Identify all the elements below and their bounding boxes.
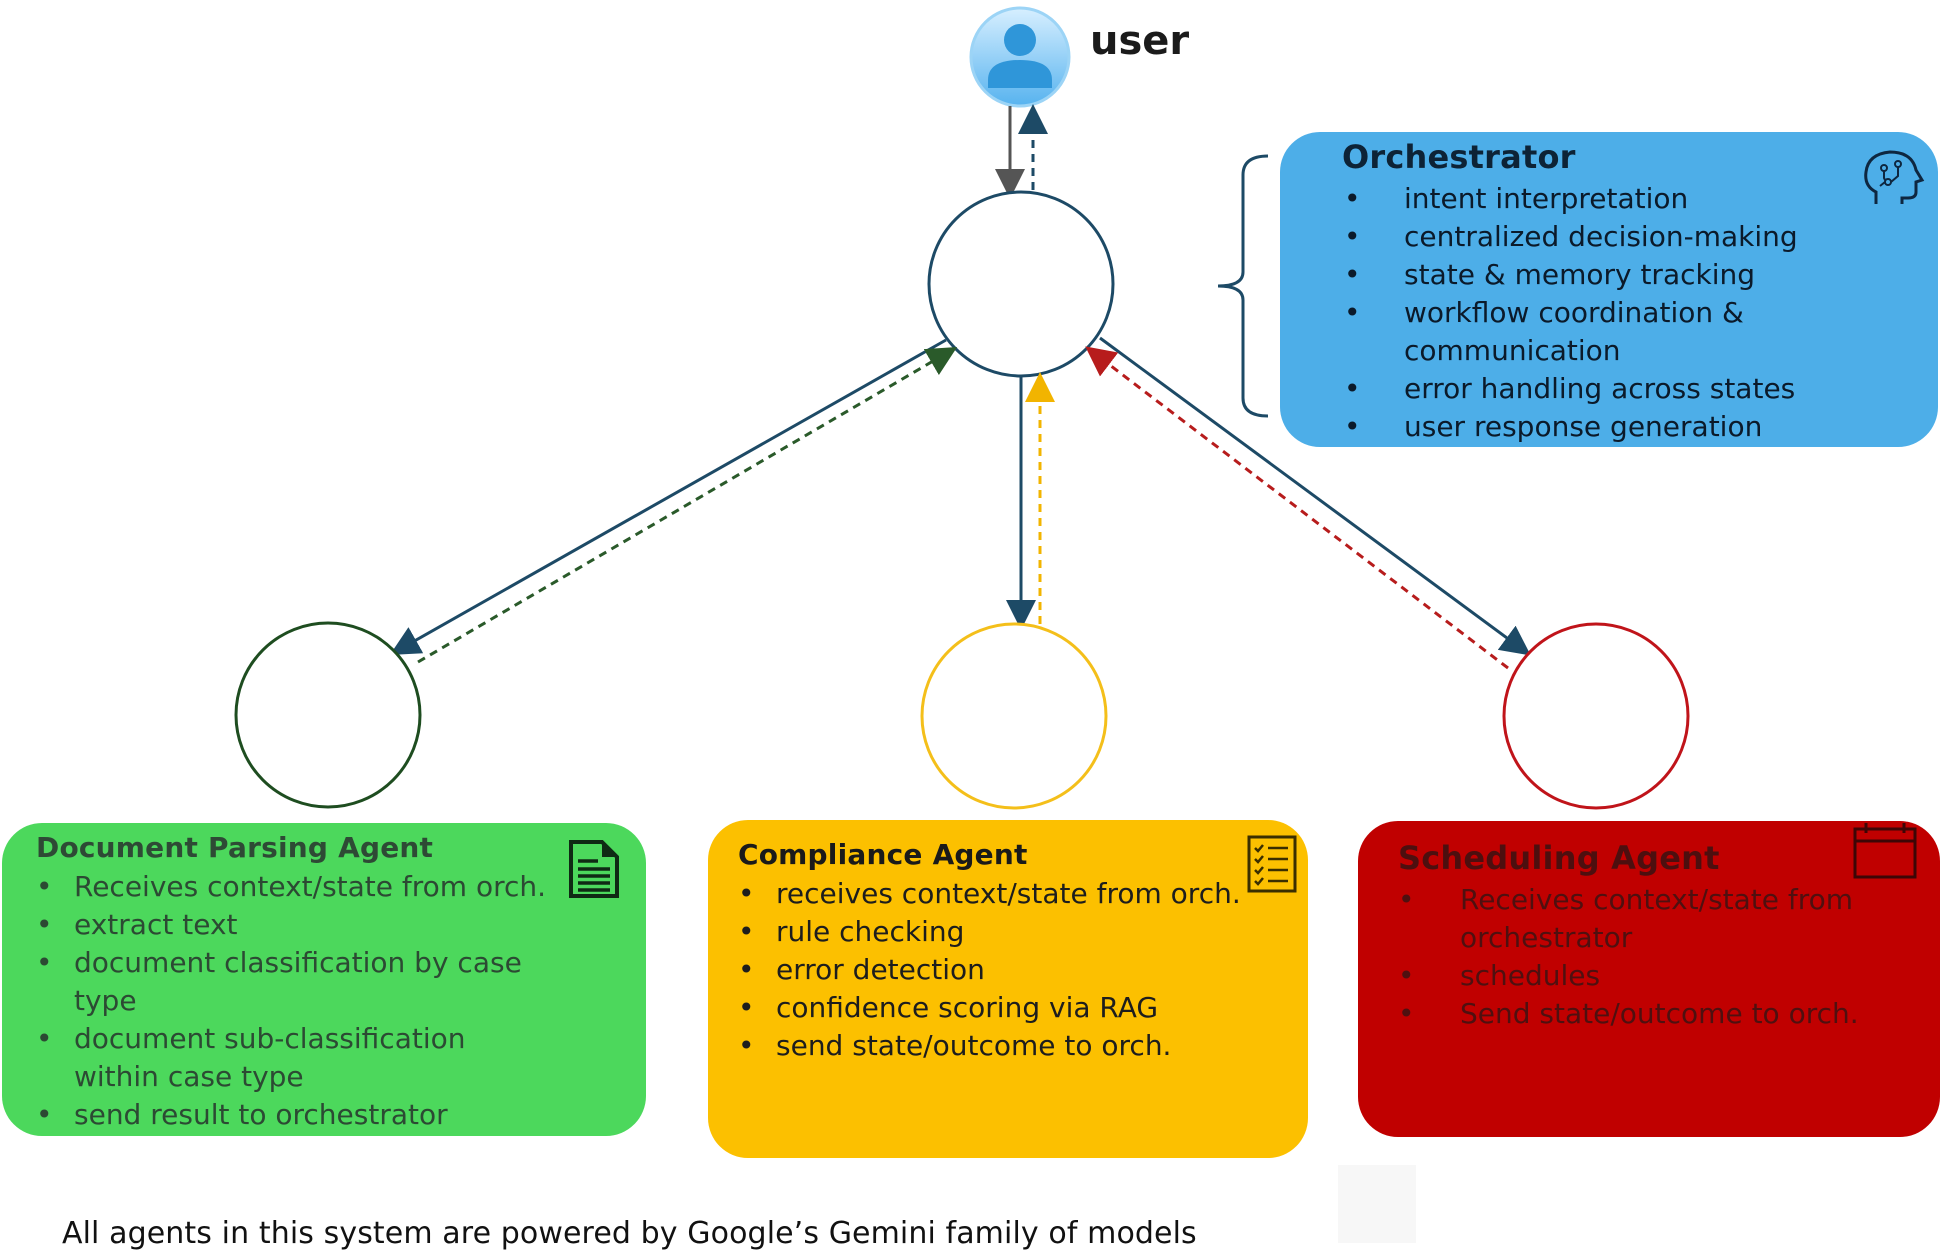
list-item: schedules (1398, 957, 1924, 995)
compliance-agent-list: receives context/state from orch. rule c… (738, 875, 1292, 1065)
list-item: Receives context/state from orchestrator (1398, 881, 1880, 957)
list-item: user response generation (1342, 408, 1918, 446)
user-avatar-icon (969, 6, 1071, 108)
orchestrator-bracket (1217, 154, 1269, 418)
list-item: workflow coordination & communication (1342, 294, 1784, 370)
list-item: Send state/outcome to orch. (1398, 995, 1924, 1033)
scheduling-agent-list: Receives context/state from orchestrator… (1398, 881, 1924, 1033)
document-agent-list: Receives context/state from orch. extrac… (36, 868, 630, 1134)
user-label: user (1090, 18, 1190, 64)
list-item: centralized decision-making (1342, 218, 1918, 256)
orchestrator-list: intent interpretation centralized decisi… (1342, 180, 1918, 446)
scheduling-agent-node (1502, 622, 1690, 810)
orchestrator-node (927, 190, 1115, 378)
list-item: state & memory tracking (1342, 256, 1918, 294)
document-icon (569, 840, 619, 898)
list-item: document classification by case type (36, 944, 544, 1020)
compliance-agent-box: Compliance Agent receives context/state … (708, 820, 1308, 1158)
orchestrator-title: Orchestrator (1342, 138, 1576, 176)
document-to-orchestrator-arrow (417, 346, 958, 664)
orchestrator-to-document-arrow (389, 338, 947, 655)
footer-note: All agents in this system are powered by… (62, 1216, 1197, 1251)
list-item: send result to orchestrator (36, 1096, 630, 1134)
scheduling-to-orchestrator-arrow (1085, 346, 1509, 670)
list-item: confidence scoring via RAG (738, 989, 1292, 1027)
list-item: error handling across states (1342, 370, 1918, 408)
list-item: receives context/state from orch. (738, 875, 1292, 913)
compliance-agent-node (920, 622, 1108, 810)
brain-circuit-icon (1864, 150, 1925, 204)
document-agent-node (234, 621, 422, 809)
faint-placeholder-square (1338, 1165, 1416, 1243)
list-item: send state/outcome to orch. (738, 1027, 1292, 1065)
scheduling-agent-box: Scheduling Agent Receives context/state … (1358, 821, 1940, 1137)
checklist-icon (1247, 835, 1297, 893)
list-item: document sub-classification within case … (36, 1020, 544, 1096)
orchestrator-box: Orchestrator intent interpretation centr… (1280, 132, 1938, 447)
list-item: rule checking (738, 913, 1292, 951)
compliance-agent-title: Compliance Agent (738, 838, 1028, 871)
list-item: extract text (36, 906, 630, 944)
scheduling-agent-title: Scheduling Agent (1398, 839, 1720, 877)
document-agent-box: Document Parsing Agent Receives context/… (2, 823, 646, 1136)
calendar-icon (1853, 823, 1917, 879)
list-item: intent interpretation (1342, 180, 1918, 218)
orchestrator-to-scheduling-arrow (1099, 336, 1531, 656)
list-item: error detection (738, 951, 1292, 989)
list-item: Receives context/state from orch. (36, 868, 630, 906)
document-agent-title: Document Parsing Agent (36, 831, 434, 864)
